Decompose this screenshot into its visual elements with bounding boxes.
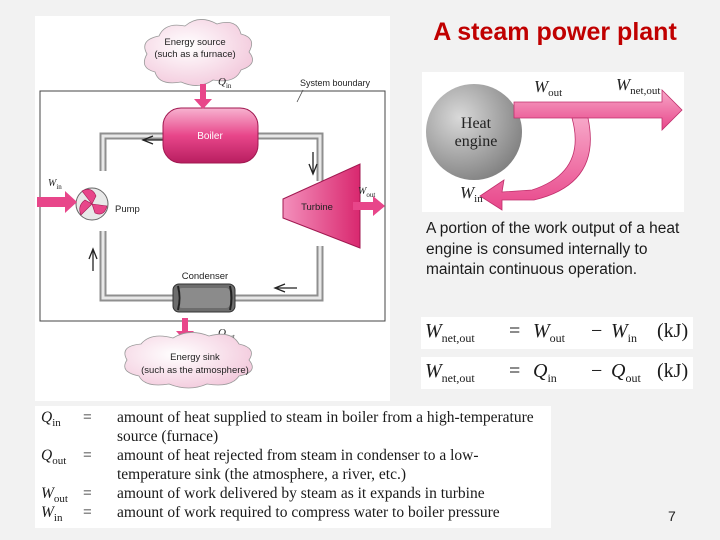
energy-source-line2: (such as a furnace)	[154, 49, 235, 60]
page-number: 7	[668, 508, 676, 524]
energy-sink-line2: (such as the atmosphere)	[141, 365, 249, 376]
w-in-return-arrow	[479, 117, 591, 211]
equation-heat-net: Wnet,out = Qin − Qout (kJ)	[421, 357, 693, 389]
energy-source-cloud: Energy source (such as a furnace)	[143, 19, 253, 86]
eq1-term1: Wout	[533, 320, 566, 345]
w-in-arrow	[37, 191, 77, 213]
he-w-in-label: Win	[460, 183, 483, 205]
boiler	[162, 107, 259, 164]
eq2-unit: (kJ)	[657, 360, 689, 382]
definition-line: Qin = amount of heat supplied to steam i…	[41, 409, 534, 430]
equation-work-net: Wnet,out = Wout − Win (kJ)	[421, 317, 693, 349]
heat-engine-svg: Heat engine Wout Wnet,out Win	[426, 75, 683, 211]
system-boundary-label: System boundary	[300, 78, 371, 88]
w-out-arrow	[353, 196, 385, 216]
boiler-label: Boiler	[197, 131, 223, 142]
w-in-label: Win	[48, 178, 62, 191]
steam-plant-schematic: Boiler Turbine Pump Condenser Energy sou…	[37, 19, 386, 389]
definition-line: temperature sink (the atmosphere, a rive…	[117, 466, 407, 483]
turbine-label: Turbine	[301, 202, 333, 213]
eq2-equals: =	[509, 360, 521, 382]
eq2-minus: −	[591, 360, 603, 382]
heat-engine-circle	[426, 84, 522, 180]
definition-line: Win = amount of work required to compres…	[41, 504, 500, 525]
w-out-arrow	[513, 89, 683, 131]
energy-sink-line1: Energy sink	[170, 352, 220, 363]
energy-source-line1: Energy source	[164, 37, 225, 48]
eq1-minus: −	[591, 320, 603, 342]
definition-line: source (furnace)	[117, 428, 219, 445]
he-w-out-label: Wout	[534, 77, 562, 99]
eq2-term2: Qout	[611, 360, 641, 385]
eq2-lhs: Wnet,out	[425, 360, 475, 385]
eq2-term1: Qin	[533, 360, 557, 385]
w-out-label: Wout	[358, 186, 375, 199]
eq1-lhs: Wnet,out	[425, 320, 475, 345]
heat-engine-illustration: Heat engine Wout Wnet,out Win	[422, 72, 684, 212]
steam-plant-diagram: Boiler Turbine Pump Condenser Energy sou…	[35, 16, 390, 401]
definitions-box: Qin = amount of heat supplied to steam i…	[35, 406, 551, 528]
slide-title: A steam power plant	[433, 18, 677, 46]
condenser-label: Condenser	[182, 271, 228, 282]
eq1-equals: =	[509, 320, 521, 342]
he-w-net-label: Wnet,out	[616, 75, 660, 97]
q-in-arrow	[194, 84, 212, 109]
definition-line: Qout = amount of heat rejected from stea…	[41, 447, 479, 468]
definition-line: Wout = amount of work delivered by steam…	[41, 485, 485, 506]
eq1-unit: (kJ)	[657, 320, 689, 342]
turbine	[282, 163, 361, 249]
energy-sink-cloud: Energy sink (such as the atmosphere)	[124, 332, 253, 389]
pump-label: Pump	[115, 204, 140, 215]
caption-text: A portion of the work output of a heat e…	[426, 220, 680, 278]
heat-engine-label-2: engine	[455, 133, 498, 150]
q-in-label: Qin	[218, 76, 232, 90]
heat-engine-label-1: Heat	[461, 115, 492, 132]
eq1-term2: Win	[611, 320, 638, 345]
